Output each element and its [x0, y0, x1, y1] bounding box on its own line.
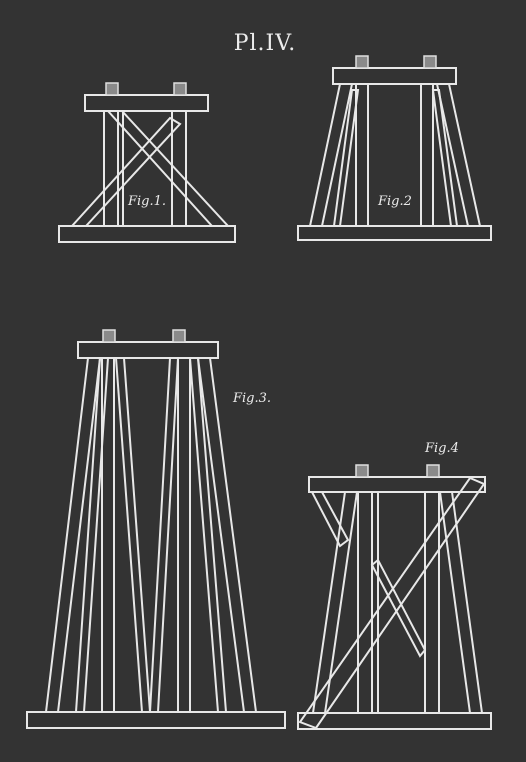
- fig1-label: Fig.1.: [127, 194, 166, 209]
- fig3-rake-leg-right-mid: [188, 357, 228, 713]
- fig4-knee-brace-left: [310, 491, 350, 548]
- fig3-post-right: [177, 357, 191, 713]
- fig1-diagonal-brace: [105, 110, 231, 227]
- fig2-top-cap-beam: [332, 67, 457, 85]
- fig1-cap-block-left: [105, 82, 119, 96]
- fig2-rake-leg-left: [308, 83, 354, 227]
- fig4-cap-block-right: [426, 464, 440, 478]
- fig2-leg-left-inner: [332, 89, 360, 227]
- fig4-rake-leg-left: [311, 491, 359, 714]
- fig2-label: Fig.2: [377, 194, 412, 209]
- fig4-cross-brace-a: [370, 558, 427, 658]
- figure-3-trestle: Fig.3.: [26, 329, 286, 729]
- fig2-post-right: [420, 83, 434, 227]
- fig1-counter-brace: [69, 116, 182, 227]
- plate-title: Pl.IV.: [234, 31, 297, 56]
- fig4-diagonal-brace: [298, 476, 486, 730]
- fig3-top-cap-beam: [77, 341, 219, 359]
- fig3-leg-right-inner: [148, 357, 180, 713]
- fig2-cap-block-right: [423, 55, 437, 69]
- fig2-cap-block-left: [355, 55, 369, 69]
- fig1-cap-block-right: [173, 82, 187, 96]
- fig3-label: Fig.3.: [232, 391, 271, 406]
- fig3-rake-leg-left-outer: [44, 357, 102, 713]
- figure-1-trestle: Fig.1.: [58, 82, 236, 243]
- fig1-post-left: [103, 110, 119, 227]
- fig3-cap-block-left: [102, 329, 116, 343]
- figure-4-trestle: Fig.4: [297, 441, 492, 730]
- fig1-top-cap-beam: [84, 94, 209, 112]
- fig3-cap-block-right: [172, 329, 186, 343]
- fig4-label: Fig.4: [424, 441, 459, 456]
- fig4-top-cap-beam: [308, 476, 486, 493]
- fig4-cap-block-left: [355, 464, 369, 478]
- fig2-leg-right-inner: [431, 89, 459, 227]
- fig2-base-sill: [297, 225, 492, 241]
- fig4-post-left: [357, 491, 373, 714]
- fig1-post-right: [171, 110, 187, 227]
- fig1-base-sill: [58, 225, 236, 243]
- fig3-leg-left-inner: [114, 357, 152, 713]
- fig2-rake-leg-right: [435, 83, 482, 227]
- fig4-rake-leg-right: [438, 491, 484, 714]
- fig4-base-sill: [297, 712, 492, 730]
- figure-2-trestle: Fig.2: [297, 55, 492, 241]
- fig4-post-right: [424, 491, 440, 714]
- fig3-post-left: [101, 357, 115, 713]
- fig3-rake-leg-right-outer: [196, 357, 258, 713]
- fig2-post-left: [355, 83, 369, 227]
- fig3-base-sill: [26, 711, 286, 729]
